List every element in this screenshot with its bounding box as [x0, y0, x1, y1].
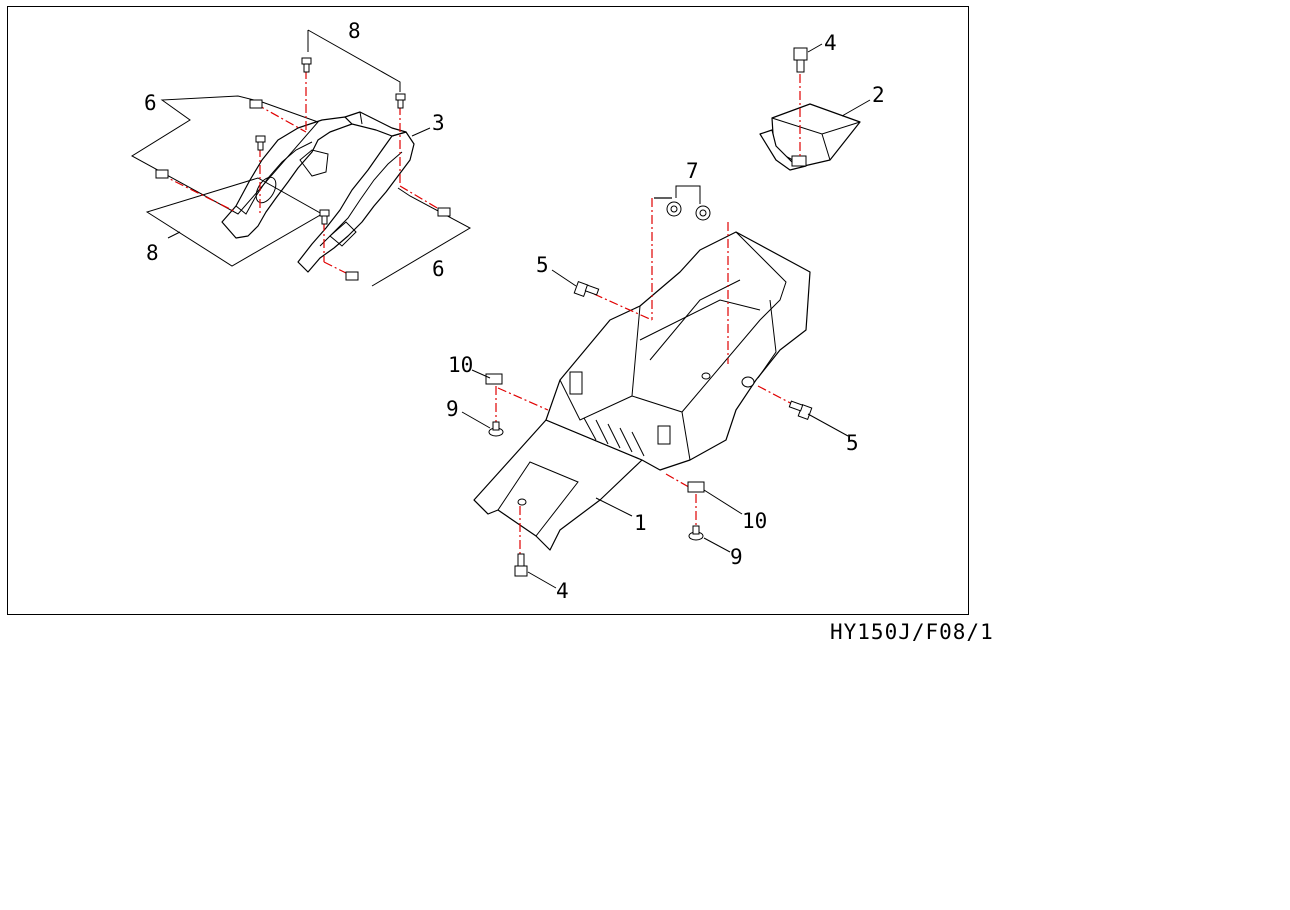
- callout-8: 8: [146, 241, 159, 265]
- hardware-right: [485, 201, 813, 577]
- callout-10: 10: [742, 509, 767, 533]
- callout-5: 5: [536, 253, 549, 277]
- callout-9: 9: [446, 397, 459, 421]
- bolt-4-icon: [793, 47, 808, 73]
- centerlines-right: [495, 197, 797, 560]
- callout-4: 4: [556, 579, 569, 603]
- clip-6-icon: [155, 169, 169, 179]
- drawing-code-label: HY150J/F08/1: [830, 620, 994, 644]
- bolt-4-icon: [514, 553, 528, 577]
- clip-icon: [791, 155, 807, 167]
- nut-7-icon: [695, 205, 711, 221]
- screw-9-icon: [488, 421, 504, 437]
- callout-4: 4: [824, 31, 837, 55]
- drawing-frame: [7, 6, 969, 615]
- callout-3: 3: [432, 111, 445, 135]
- screw-9-icon: [688, 525, 704, 541]
- callout-7: 7: [686, 159, 699, 183]
- callout-10: 10: [448, 353, 473, 377]
- callout-2: 2: [872, 83, 885, 107]
- part-3-side-rail-assembly: [221, 111, 415, 273]
- callout-6: 6: [432, 257, 445, 281]
- clip-6-icon: [249, 99, 263, 109]
- clip-10-icon: [485, 373, 503, 385]
- callout-6: 6: [144, 91, 157, 115]
- nut-7-icon: [666, 201, 682, 217]
- callout-5: 5: [846, 431, 859, 455]
- bolt-5-icon: [788, 400, 813, 420]
- bolt-5-icon: [573, 281, 600, 297]
- part-1-rear-fender-tray: [473, 231, 811, 551]
- leaders-right: [461, 185, 849, 589]
- clip-6-icon: [345, 271, 359, 281]
- callout-labels: 8 6 3 8 6 4 2 7 5 10 9 5 1 10 9 4: [144, 19, 885, 603]
- screw-8-icon: [319, 209, 330, 225]
- screw-8-icon: [255, 135, 266, 151]
- screw-8-icon: [395, 93, 406, 109]
- callout-9: 9: [730, 545, 743, 569]
- callout-1: 1: [634, 511, 647, 535]
- hardware-left: [155, 57, 451, 281]
- part-2-cover: [759, 43, 871, 171]
- callout-8: 8: [348, 19, 361, 43]
- centerlines-left: [159, 70, 445, 277]
- clip-10-icon: [687, 481, 705, 493]
- screw-8-icon: [301, 57, 312, 73]
- clip-6-icon: [437, 207, 451, 217]
